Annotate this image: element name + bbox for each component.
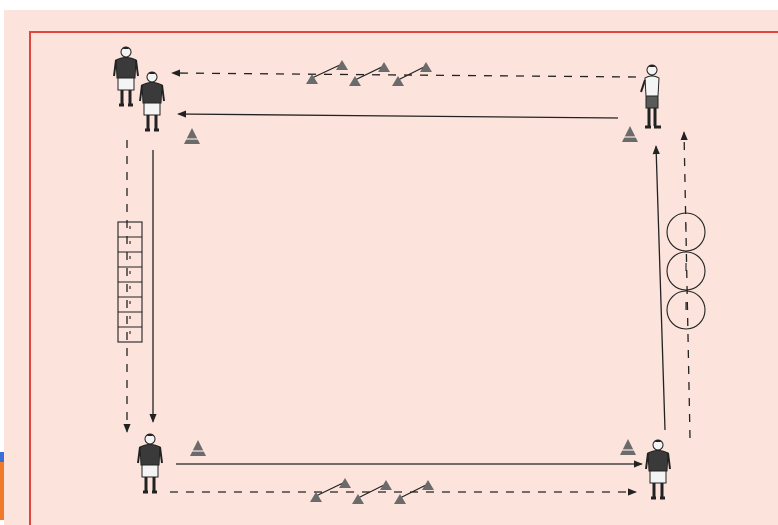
drill-diagram bbox=[0, 0, 778, 525]
